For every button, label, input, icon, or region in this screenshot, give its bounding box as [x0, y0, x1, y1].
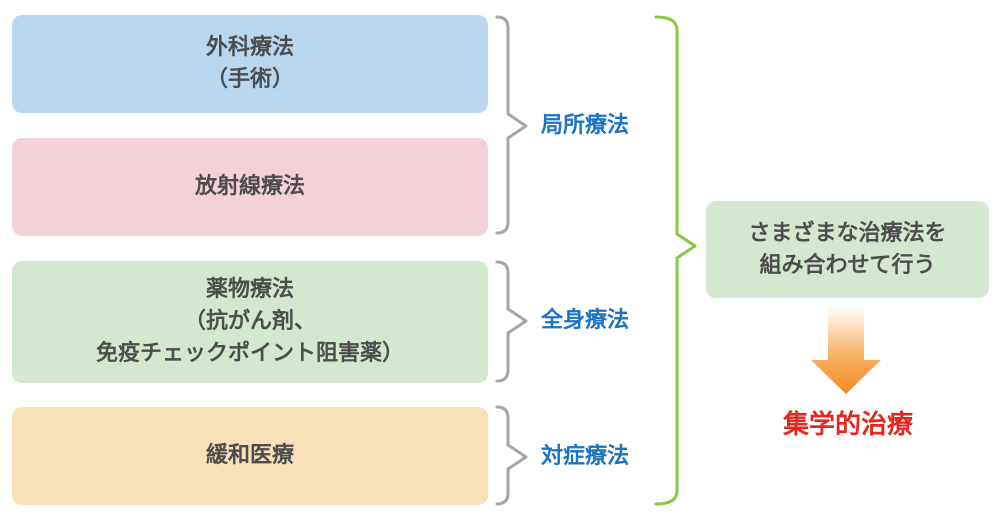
local-therapy-label: 局所療法 [541, 113, 630, 138]
systemic-therapy-bracket [495, 260, 528, 383]
local-therapy-bracket [495, 15, 528, 235]
combine-line2: 組み合わせて行う [759, 252, 936, 278]
drug-therapy-box: 薬物療法 （抗がん剤、 免疫チェックポイント阻害薬） [12, 261, 488, 383]
drug-subtitle-line1: （抗がん剤、 [183, 309, 316, 334]
drug-subtitle-line2: 免疫チェックポイント阻害薬） [95, 341, 404, 366]
surgery-title: 外科療法 [205, 35, 294, 60]
multidisciplinary-treatment-label: 集学的治療 [782, 410, 913, 440]
combine-therapies-box: さまざまな治療法を 組み合わせて行う [706, 201, 989, 298]
combine-line1: さまざまな治療法を [748, 220, 947, 246]
systemic-therapy-label: 全身療法 [541, 308, 630, 333]
radiation-title: 放射線療法 [194, 174, 305, 199]
symptomatic-therapy-label: 対症療法 [541, 444, 630, 469]
symptomatic-therapy-bracket [495, 405, 528, 506]
radiation-box: 放射線療法 [12, 138, 488, 236]
down-arrow-icon [811, 306, 881, 394]
drug-title: 薬物療法 [205, 277, 294, 302]
surgery-subtitle: （手術） [205, 67, 294, 92]
surgery-box: 外科療法 （手術） [12, 15, 488, 113]
palliative-care-box: 緩和医療 [12, 407, 488, 505]
palliative-title: 緩和医療 [205, 443, 294, 468]
combined-bracket [654, 15, 697, 506]
